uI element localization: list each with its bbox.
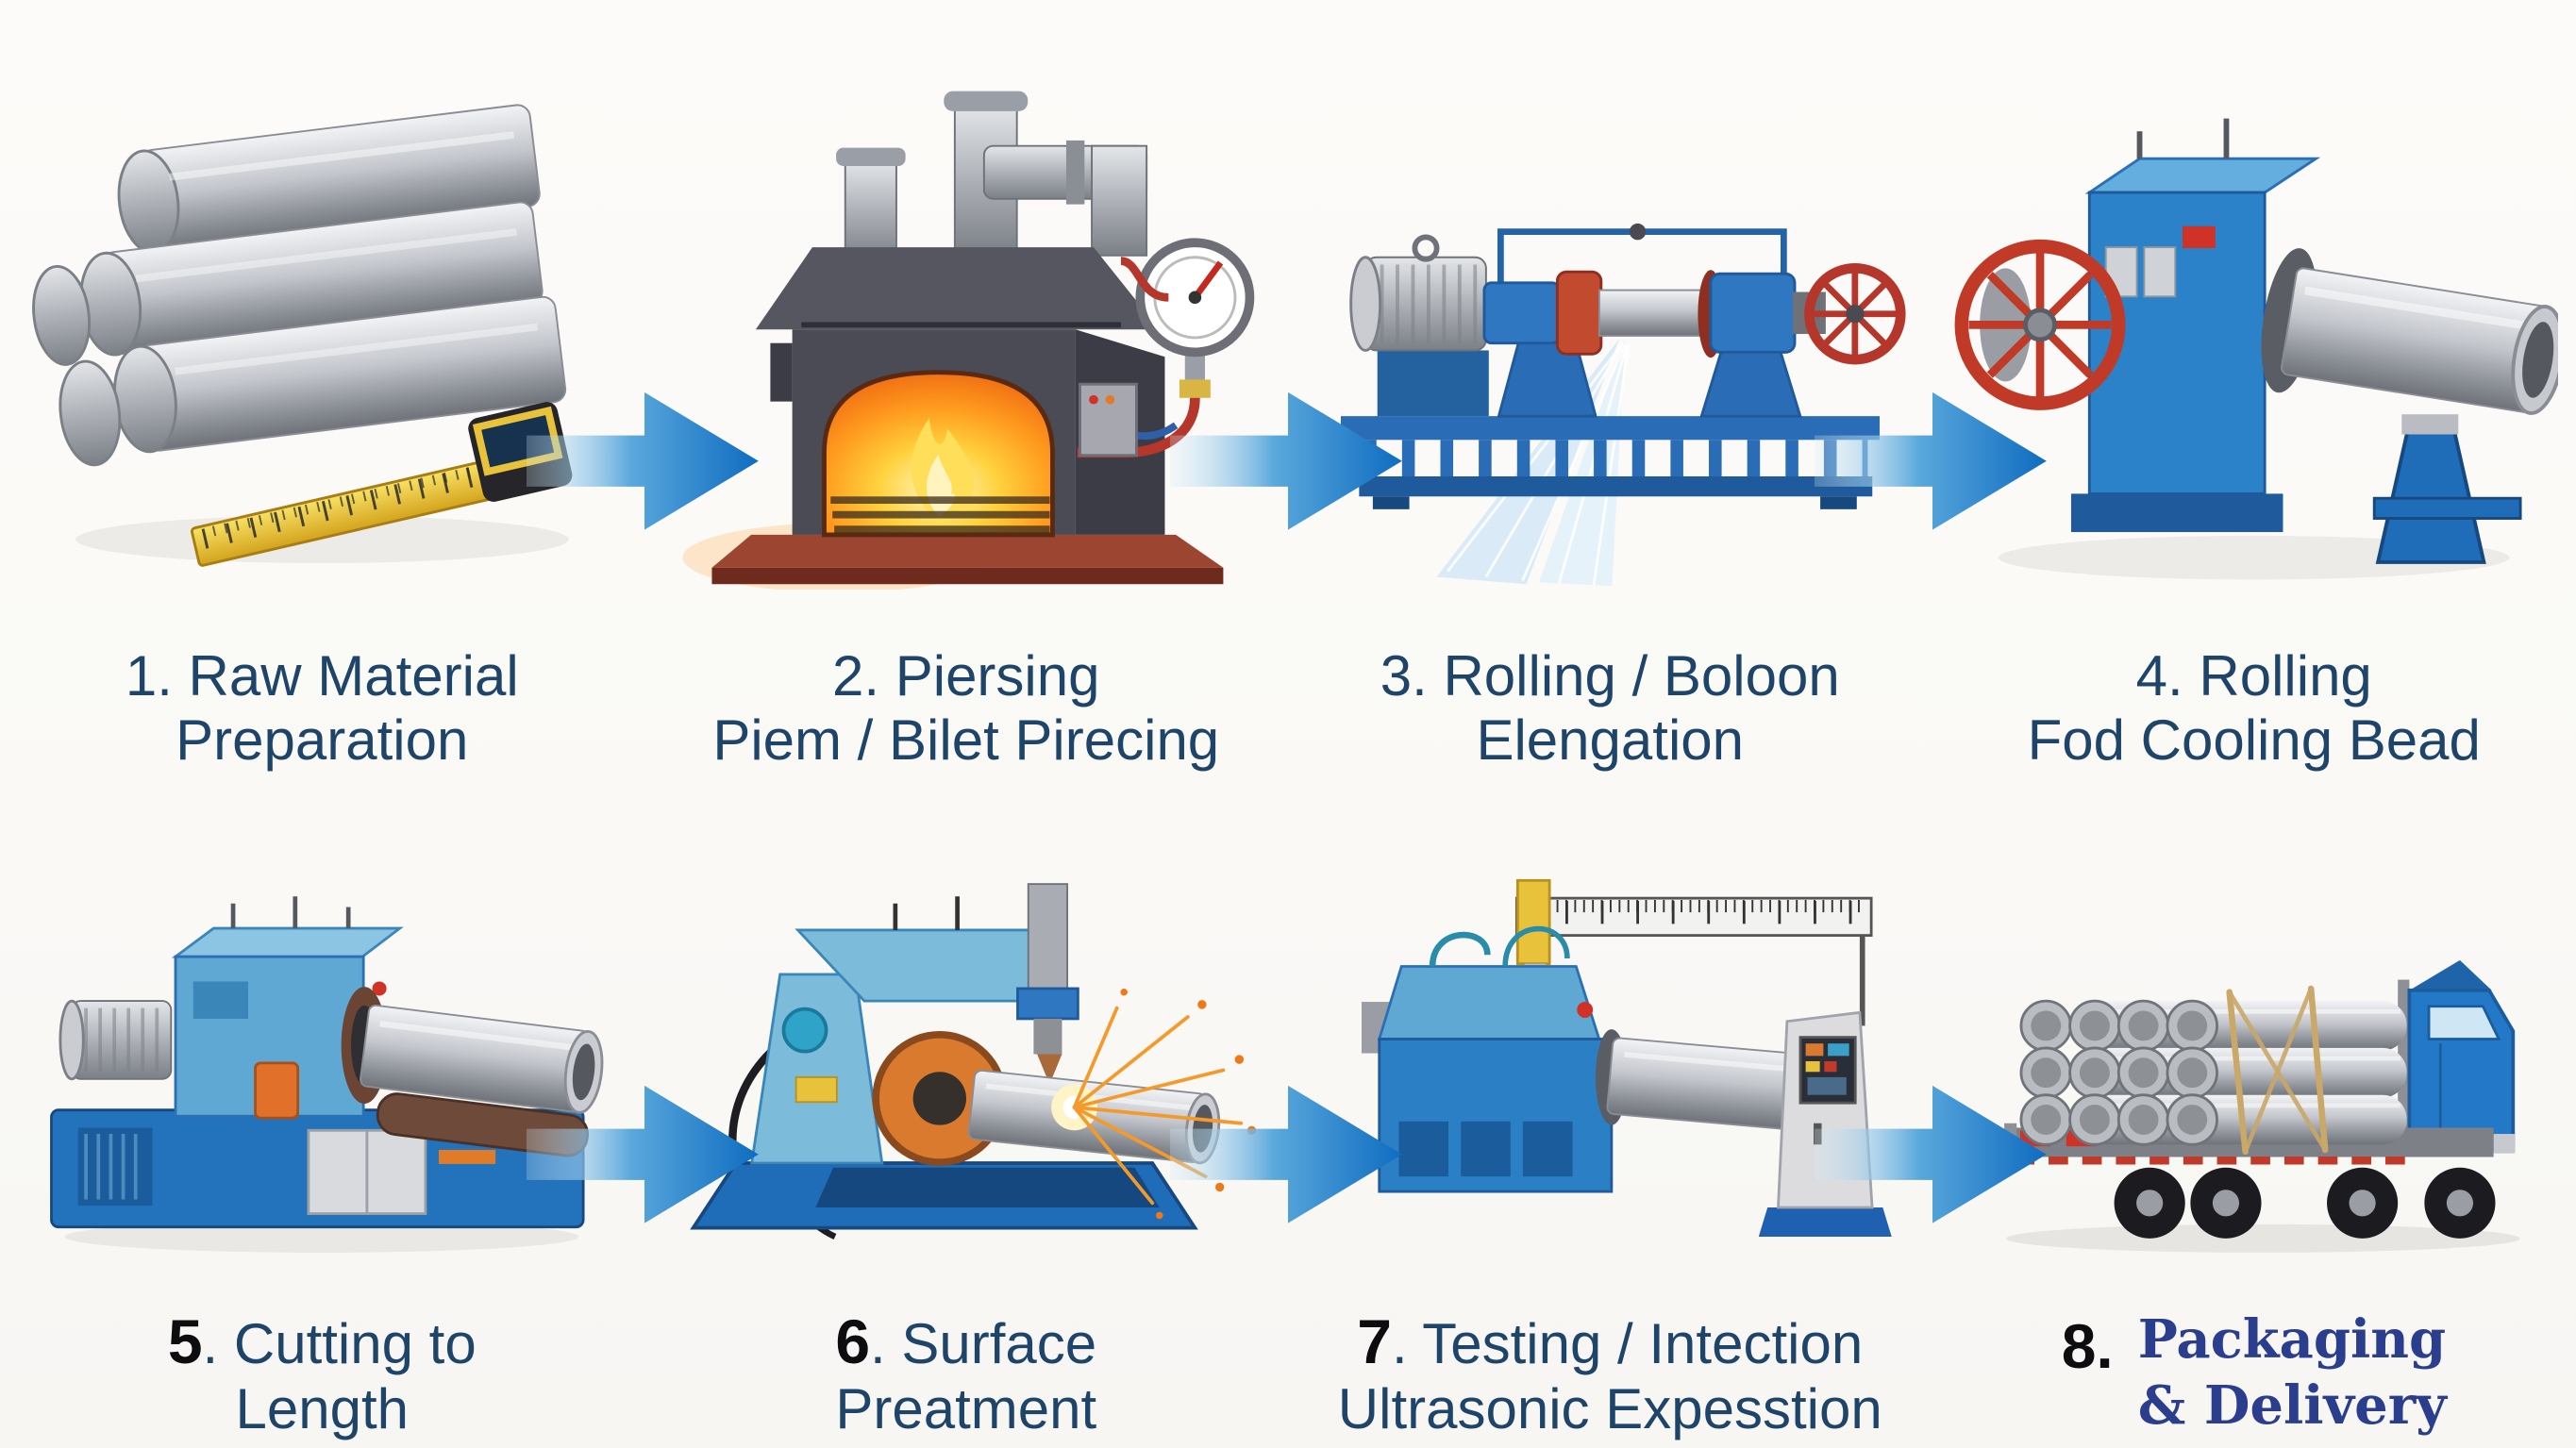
step-number: 1.: [125, 644, 173, 707]
step-number: 2.: [832, 644, 880, 707]
caption-line-2: & Delivery: [2137, 1374, 2447, 1437]
step-4-rolling-mill: 4. Rolling Fod Cooling Bead: [1932, 0, 2576, 788]
step-number: 8.: [2061, 1311, 2114, 1381]
caption-line-2: Piem / Bilet Pirecing: [712, 708, 1220, 773]
caption-line-2: Preatment: [835, 1377, 1097, 1441]
ruler-scale-icon: [1515, 896, 1873, 938]
arrow-step2-to-step3: [1170, 373, 1406, 533]
caption-line-1: 3. Rolling / Boloon: [1380, 644, 1840, 707]
step-number: 3.: [1380, 644, 1428, 707]
packaging-delivery-label: Packaging & Delivery: [2138, 1307, 2447, 1439]
arrow-step1-to-step2: [526, 373, 762, 533]
step-1-caption: 1. Raw Material Preparation: [125, 644, 519, 774]
caption-line-1: 6. Surface: [835, 1307, 1097, 1376]
step-7-testing-station: 7. Testing / Intection Ultrasonic Expess…: [1288, 788, 2047, 1448]
furnace-illustration: [682, 91, 1255, 590]
arrow-step3-to-step4: [1814, 373, 2050, 533]
step-6-surface-treatment: 6. Surface Preatment: [644, 788, 1402, 1448]
step-7-caption: 7. Testing / Intection Ultrasonic Expess…: [1338, 1307, 1882, 1442]
process-row-1: 1. Raw Material Preparation: [0, 0, 2576, 788]
caption-line-2: Elengation: [1476, 708, 1745, 773]
surface-treatment-illustration: [689, 883, 1256, 1240]
flywheel-icon: [1954, 239, 2126, 410]
step-6-caption: 6. Surface Preatment: [835, 1307, 1096, 1442]
caption-line-1: 7. Testing / Intection: [1357, 1307, 1864, 1376]
caption-line-1: 2. Piersing: [832, 644, 1100, 707]
step-5-cutting-machine: 5. Cutting to Length: [0, 788, 759, 1448]
handwheel-icon: [1803, 263, 1906, 365]
sparks-icon: [1050, 988, 1256, 1220]
step-5-caption: 5. Cutting to Length: [168, 1307, 477, 1442]
step-3-caption: 3. Rolling / Boloon Elengation: [1380, 644, 1840, 774]
pipe-load-icon: [2019, 985, 2407, 1156]
process-row-2: 5. Cutting to Length: [0, 788, 2576, 1448]
step-2-caption: 2. Piersing Piem / Bilet Pirecing: [712, 644, 1219, 774]
truck-wheels-icon: [2114, 1167, 2496, 1239]
step-number: 6: [835, 1307, 871, 1376]
step-8-caption: 8. Packaging & Delivery: [2062, 1307, 2447, 1439]
pipe-truck-illustration: [2003, 959, 2520, 1253]
caption-line-2: Fod Cooling Bead: [2027, 708, 2481, 773]
caption-line-2: Length: [235, 1377, 409, 1441]
elongation-machine-illustration: [1340, 223, 1906, 587]
step-number: 7: [1357, 1307, 1392, 1376]
step-3-elongation-machine: 3. Rolling / Boloon Elengation: [1288, 0, 2047, 788]
caption-line-1: 1. Raw Material: [125, 644, 519, 707]
testing-station-illustration: [1362, 878, 1892, 1237]
step-2-piercing-furnace: 2. Piersing Piem / Bilet Pirecing: [644, 0, 1402, 788]
truck-cab-icon: [2407, 959, 2515, 1154]
caption-line-2: Ultrasonic Expesstion: [1337, 1377, 1882, 1441]
step-number: 4.: [2135, 644, 2183, 707]
steel-billets-illustration: [31, 104, 573, 567]
step-1-raw-material: 1. Raw Material Preparation: [0, 0, 759, 788]
arrow-step5-to-step6: [526, 1066, 762, 1226]
rolling-mill-illustration: [1954, 118, 2559, 580]
caption-line-2: Preparation: [176, 708, 469, 773]
arrow-step7-to-step8: [1814, 1066, 2050, 1226]
caption-line-1: 5. Cutting to: [167, 1307, 477, 1376]
caption-line-1: Packaging: [2137, 1308, 2447, 1371]
arrow-step6-to-step7: [1170, 1066, 1406, 1226]
step-number: 5: [167, 1307, 203, 1376]
step-8-delivery-truck: 8. Packaging & Delivery: [1932, 788, 2576, 1448]
step-4-caption: 4. Rolling Fod Cooling Bead: [2028, 644, 2481, 774]
caption-line-1: 4. Rolling: [2135, 644, 2372, 707]
